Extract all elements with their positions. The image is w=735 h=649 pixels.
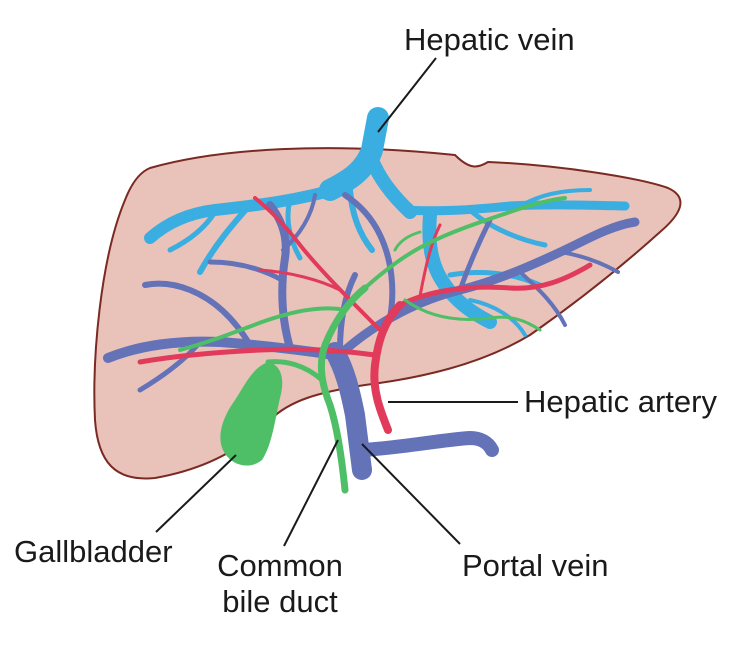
bile-duct-right-low xyxy=(403,298,542,332)
hepatic-vein-right-branch-b xyxy=(518,188,592,208)
portal-vein-right-branch-b xyxy=(518,270,567,327)
portal-vein-left-branch-d xyxy=(281,193,317,252)
portal-vein-splenic xyxy=(355,431,499,457)
hepatic-artery-up xyxy=(253,196,382,332)
hepatic-artery-trunk xyxy=(370,301,404,434)
label-common-bile-duct-line1: Common xyxy=(217,548,343,583)
hepatic-vein-main-left xyxy=(144,182,346,244)
label-hepatic-vein: Hepatic vein xyxy=(404,22,575,57)
hepatic-artery-left xyxy=(137,346,378,365)
hepatic-vein-left-branch-b xyxy=(167,209,218,253)
label-gallbladder: Gallbladder xyxy=(14,534,173,569)
bile-duct-left xyxy=(178,306,347,352)
common-bile-duct-leader xyxy=(283,439,339,547)
gallbladder xyxy=(220,362,283,466)
bile-duct-right xyxy=(363,196,567,290)
hepatic-vein-right-down xyxy=(422,208,497,329)
portal-vein-leader xyxy=(361,443,461,545)
label-portal-vein: Portal vein xyxy=(462,548,609,583)
hepatic-artery-right-up xyxy=(418,223,442,298)
hepatic-vein-right-main xyxy=(400,200,630,216)
cystic-duct xyxy=(265,359,325,383)
bile-duct-vessels xyxy=(178,196,567,494)
bile-duct-mid xyxy=(393,230,422,252)
portal-vein-right-branch-a xyxy=(457,217,493,293)
gallbladder-leader xyxy=(155,454,237,533)
hepatic-artery-right xyxy=(397,262,593,308)
label-common-bile-duct-line2: bile duct xyxy=(222,583,338,619)
portal-vein-left-branch-c xyxy=(207,259,285,283)
hepatic-vein-right-branch-a xyxy=(467,207,548,248)
hepatic-vein-vessels xyxy=(144,107,630,337)
label-common-bile-duct: Common bile duct xyxy=(210,548,350,619)
label-leader-lines xyxy=(155,57,518,547)
hepatic-artery-vessels xyxy=(137,196,593,434)
label-hepatic-artery: Hepatic artery xyxy=(524,384,717,419)
hepatic-vein-leader xyxy=(377,57,437,133)
portal-vein-right-up xyxy=(342,192,396,321)
hepatic-vein-left-branch-a xyxy=(197,202,253,275)
portal-vein-right-branch-c xyxy=(558,250,620,274)
hepatic-vein-right-branch-d xyxy=(468,298,527,337)
hepatic-artery-up-b xyxy=(258,268,342,292)
portal-vein-left-branch-a xyxy=(142,280,253,348)
